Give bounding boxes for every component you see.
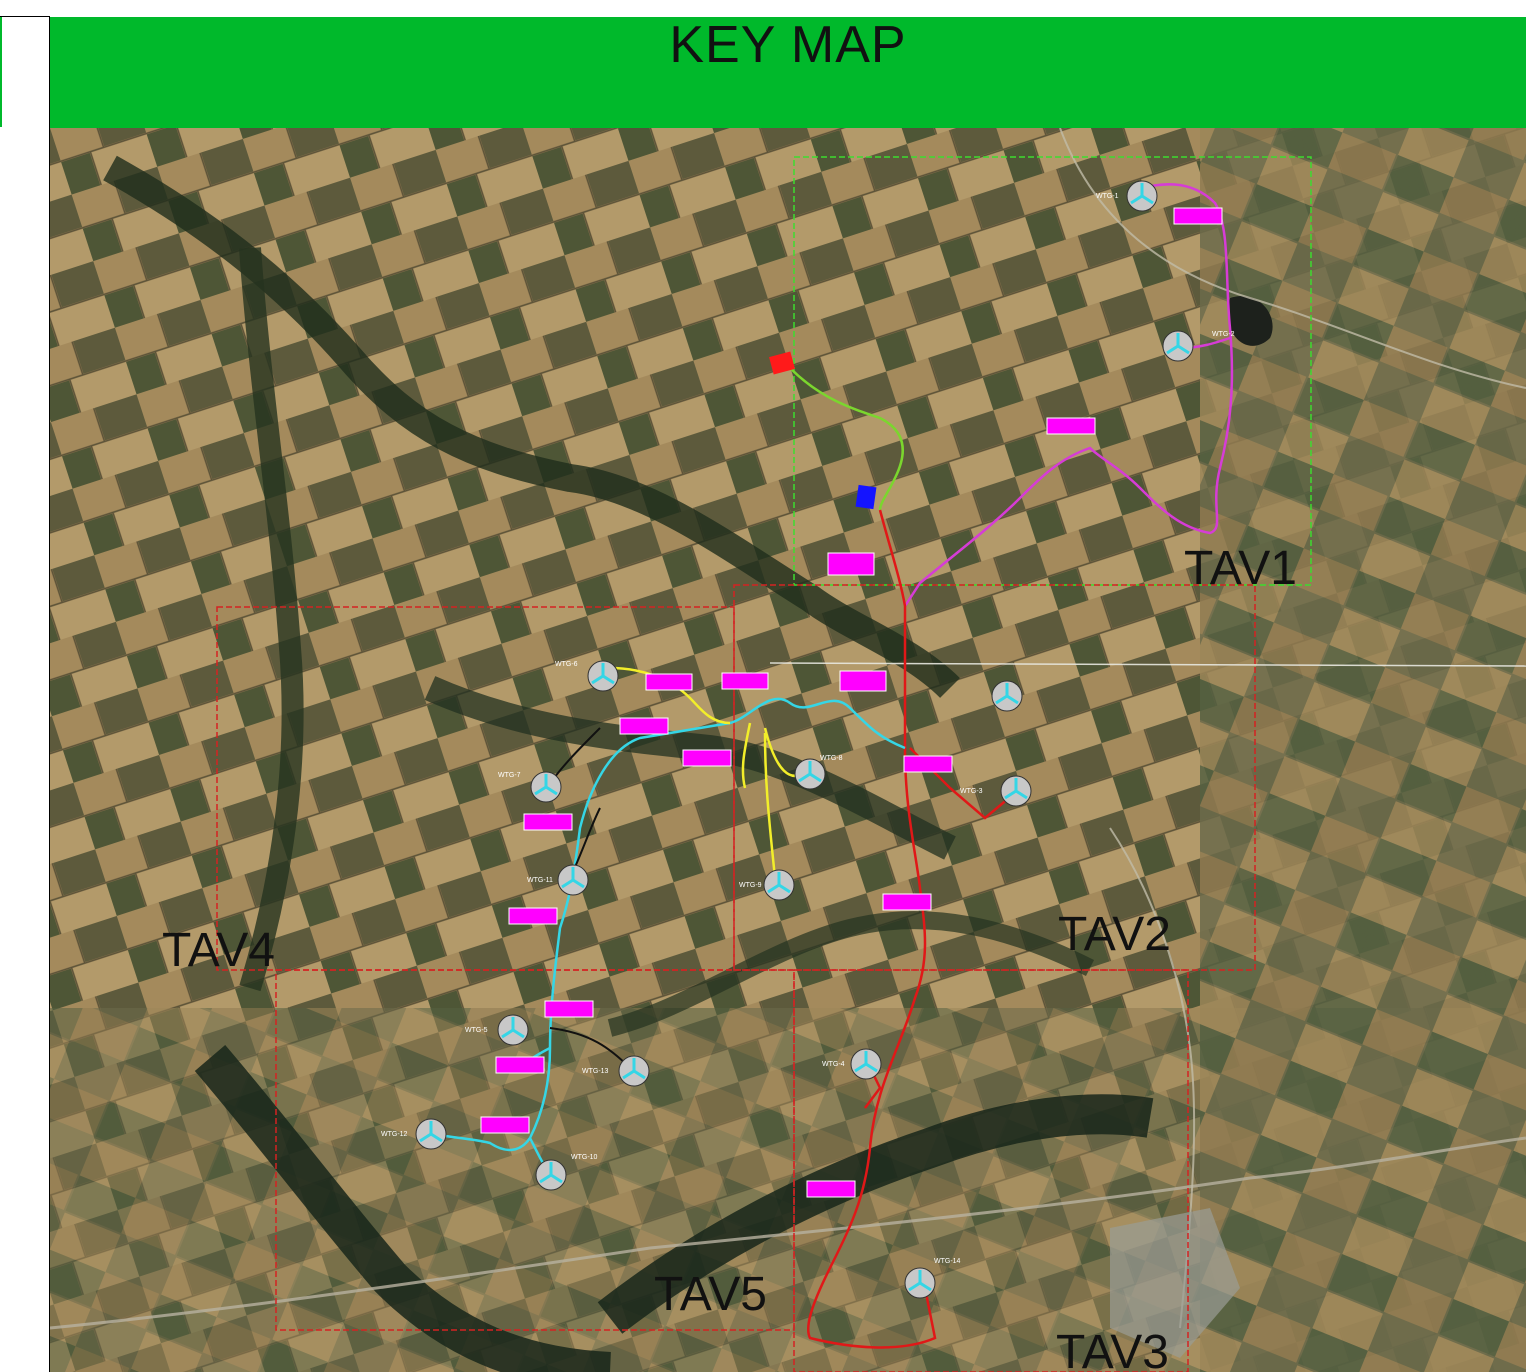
turbine-label: WTG-9 xyxy=(739,882,762,889)
cable-label-6[interactable] xyxy=(645,673,693,691)
turbine-wtg-14[interactable]: WTG-14 xyxy=(904,1258,961,1299)
cable-label-8[interactable] xyxy=(682,749,732,767)
turbine-wtg-10[interactable]: WTG-10 xyxy=(535,1154,598,1191)
turbine-wtg-3[interactable]: WTG-3 xyxy=(960,775,1032,807)
turbine-wtg-11[interactable]: WTG-11 xyxy=(527,864,589,896)
turbine-label: WTG-13 xyxy=(582,1068,609,1075)
road-east-west xyxy=(769,662,1526,667)
turbine-label: WTG-1 xyxy=(1096,193,1119,200)
cable-label-9[interactable] xyxy=(903,755,953,773)
cable-section-labels xyxy=(480,207,1223,1198)
cable-label-5[interactable] xyxy=(721,672,769,690)
cable-label-11[interactable] xyxy=(508,907,558,925)
cable-label-13[interactable] xyxy=(544,1000,594,1018)
turbine-wtg-4[interactable]: WTG-4 xyxy=(822,1048,882,1080)
turbine-wtg-12[interactable]: WTG-12 xyxy=(381,1118,447,1150)
turbine-label: WTG-7 xyxy=(498,772,521,779)
turbine-wtg-15[interactable] xyxy=(991,680,1023,712)
cable-label-4[interactable] xyxy=(839,670,887,692)
turbine-label: WTG-5 xyxy=(465,1027,488,1034)
turbine-label: WTG-6 xyxy=(555,661,578,668)
wooded-patch-east xyxy=(1228,296,1273,346)
turbine-wtg-1[interactable]: WTG-1 xyxy=(1096,180,1158,212)
cable-label-12[interactable] xyxy=(882,893,932,911)
wooded-valley-west xyxy=(239,247,304,992)
route-magenta xyxy=(903,183,1234,607)
cable-label-1[interactable] xyxy=(1173,207,1223,225)
route-green xyxy=(789,367,904,511)
turbine-wtg-6[interactable]: WTG-6 xyxy=(555,660,619,692)
road-north xyxy=(1059,128,1526,389)
cable-label-15[interactable] xyxy=(480,1116,530,1134)
turbine-wtg-8[interactable]: WTG-8 xyxy=(794,755,843,790)
wooded-valley-central xyxy=(424,676,956,860)
substation-blue[interactable] xyxy=(855,484,877,510)
wooded-valley-south xyxy=(194,1044,1154,1372)
town-area xyxy=(1110,1208,1240,1358)
sheet-label-tav3: TAV3 xyxy=(1056,1326,1169,1372)
sheet-label-tav5: TAV5 xyxy=(654,1268,767,1321)
route-yellow xyxy=(609,666,811,879)
cable-label-2[interactable] xyxy=(1046,417,1096,435)
turbine-label: WTG-14 xyxy=(934,1258,961,1265)
cable-label-10[interactable] xyxy=(523,813,573,831)
header-bar: KEY MAP xyxy=(50,17,1526,128)
road-main xyxy=(50,1136,1526,1330)
turbine-label: WTG-10 xyxy=(571,1154,598,1161)
sheet-label-tav4: TAV4 xyxy=(162,924,275,977)
wooded-valley-center-2 xyxy=(607,911,1095,1037)
wooded-valley-north xyxy=(103,155,960,699)
drawing-frame-left xyxy=(0,16,50,1372)
sheet-frame-tav3[interactable] xyxy=(793,969,1189,1372)
sheet-label-tav1: TAV1 xyxy=(1184,542,1297,595)
cable-label-16[interactable] xyxy=(806,1180,856,1198)
frame-accent xyxy=(0,17,2,127)
page-title: KEY MAP xyxy=(669,16,907,74)
turbine-wtg-2[interactable]: WTG-2 xyxy=(1162,330,1235,362)
sheet-label-tav2: TAV2 xyxy=(1058,908,1171,961)
satellite-map[interactable]: WTG-1 WTG-2 WTG-3 WTG-4 WTG-5 WTG-6 WTG-… xyxy=(50,128,1526,1372)
turbine-label: WTG-4 xyxy=(822,1061,845,1068)
turbine-wtg-7[interactable]: WTG-7 xyxy=(498,771,562,803)
turbine-wtg-9[interactable]: WTG-9 xyxy=(739,869,795,901)
turbine-wtg-5[interactable]: WTG-5 xyxy=(465,1014,529,1046)
cable-label-7[interactable] xyxy=(619,717,669,735)
sheet-frame-tav5[interactable] xyxy=(275,969,795,1331)
turbine-label: WTG-12 xyxy=(381,1131,408,1138)
turbine-wtg-13[interactable]: WTG-13 xyxy=(582,1055,650,1087)
turbine-label: WTG-11 xyxy=(527,877,553,884)
cable-label-14[interactable] xyxy=(495,1056,545,1074)
turbine-label: WTG-8 xyxy=(820,755,843,762)
cable-label-3[interactable] xyxy=(827,552,875,576)
turbine-label: WTG-2 xyxy=(1212,331,1235,338)
turbine-label: WTG-3 xyxy=(960,788,983,795)
substation-red[interactable] xyxy=(769,351,795,375)
